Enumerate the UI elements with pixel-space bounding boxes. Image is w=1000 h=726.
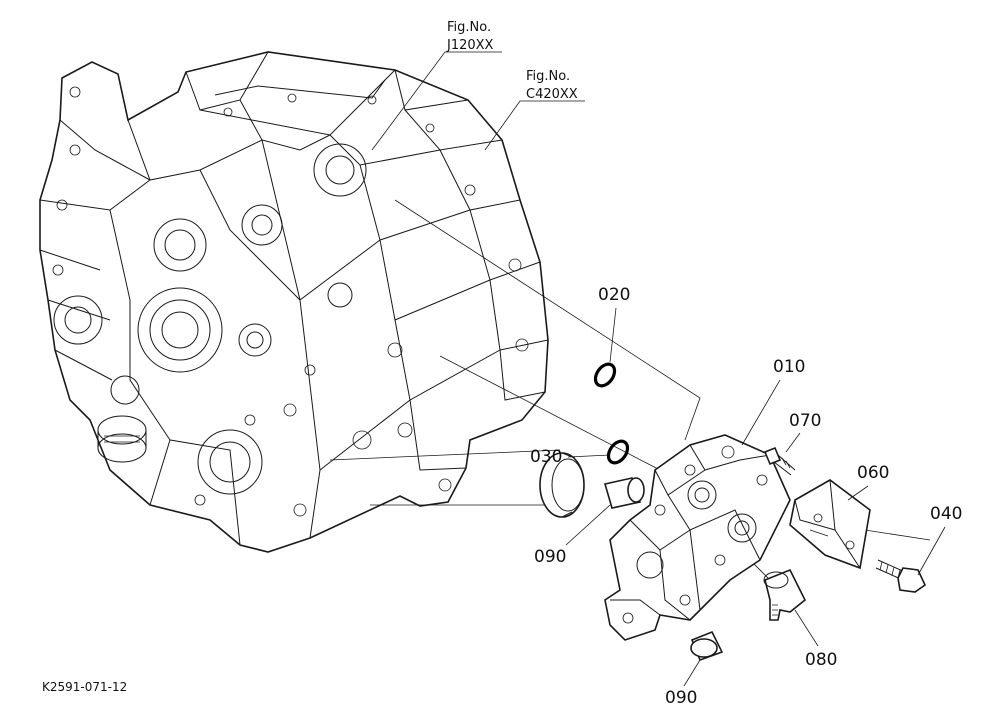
screw-070 [763,446,796,476]
figure-reference-j120: Fig.No. J120XX [371,20,502,151]
part-label-090-upper: 090 [534,547,566,567]
o-ring-020 [593,362,617,388]
bracket-060 [789,479,871,570]
figure-ref-label: Fig.No. [447,20,491,35]
part-label-040: 040 [930,504,962,524]
part-label-060: 060 [857,463,889,483]
part-label-020: 020 [598,285,630,305]
plug-090-lower [690,630,724,662]
figure-ref-label: Fig.No. [526,69,570,84]
figure-ref-number: C420XX [526,87,578,102]
part-labels: 020 010 070 060 040 030 090 080 090 [530,285,962,708]
part-label-080: 080 [805,650,837,670]
o-ring-030 [606,439,630,465]
sleeve-collar [539,452,585,518]
elbow-fitting-080 [763,568,807,621]
pump-body-010 [604,434,791,641]
part-label-090-lower: 090 [665,688,697,708]
plug-090-upper [603,477,645,509]
figure-reference-c420: Fig.No. C420XX [484,69,585,151]
part-label-030: 030 [530,447,562,467]
bolt-040 [875,559,927,593]
transmission-housing [39,51,549,553]
part-label-010: 010 [773,357,805,377]
drawing-code: K2591-071-12 [42,680,127,694]
figure-ref-number: J120XX [446,38,494,53]
part-label-070: 070 [789,411,821,431]
